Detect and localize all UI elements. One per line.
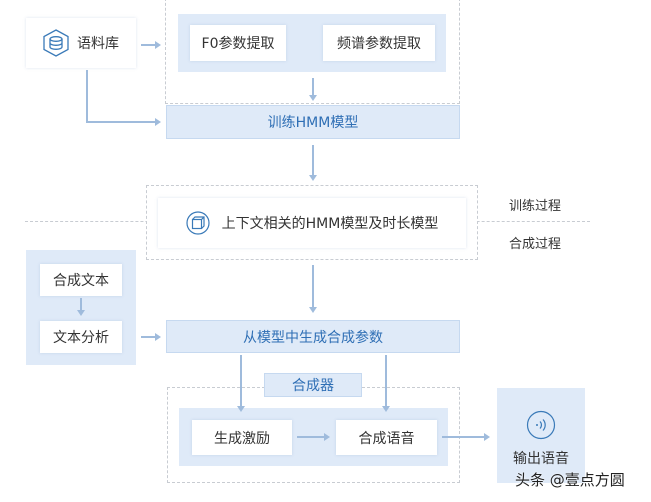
arrow-head <box>484 433 490 441</box>
arrow-speech-to-output <box>442 436 484 438</box>
arrow-head <box>155 333 161 341</box>
cube-icon <box>186 211 210 235</box>
arrow-head <box>309 175 317 181</box>
watermark: 头条 @壹点方圆 <box>515 471 625 489</box>
corpus-box: 语料库 <box>26 18 136 68</box>
gen-params-label: 从模型中生成合成参数 <box>243 329 383 346</box>
phase-train-label: 训练过程 <box>509 199 562 214</box>
arrow-text-to-analysis <box>80 298 82 310</box>
arrow-head <box>77 310 85 316</box>
context-model-label: 上下文相关的HMM模型及时长模型 <box>221 216 439 232</box>
line-corpus-down <box>86 70 88 123</box>
spectrum-label: 频谱参数提取 <box>337 36 421 52</box>
sound-icon <box>526 410 556 440</box>
arrow-head <box>382 406 390 412</box>
database-icon <box>43 29 69 57</box>
text-analysis-label: 文本分析 <box>53 330 109 346</box>
arrow-head <box>324 433 330 441</box>
arrow-params-to-speech <box>385 355 387 406</box>
arrow-head <box>309 95 317 101</box>
gen-excitation-box: 生成激励 <box>192 420 292 455</box>
context-model-box: 上下文相关的HMM模型及时长模型 <box>158 198 466 248</box>
arrow-corpus-to-extraction <box>141 44 155 46</box>
arrow-model-to-params <box>312 265 314 307</box>
synthesizer-label: 合成器 <box>292 378 334 394</box>
arrow-head <box>237 406 245 412</box>
arrow-head <box>309 307 317 313</box>
output-speech-label: 输出语音 <box>513 451 569 467</box>
synth-text-box: 合成文本 <box>40 264 122 296</box>
synth-text-label: 合成文本 <box>53 273 109 289</box>
spectrum-extraction-box: 频谱参数提取 <box>323 25 435 61</box>
arrow-head <box>155 118 161 126</box>
feature-extraction-group <box>165 0 460 104</box>
corpus-label: 语料库 <box>77 36 119 52</box>
arrow-head <box>155 41 161 49</box>
phase-synth-label: 合成过程 <box>509 237 562 252</box>
synth-speech-box: 合成语音 <box>336 420 437 455</box>
line-corpus-to-train <box>86 121 156 123</box>
train-hmm-label: 训练HMM模型 <box>267 115 359 131</box>
arrow-excitation-to-speech <box>297 436 324 438</box>
synth-speech-label: 合成语音 <box>358 430 415 447</box>
f0-extraction-box: F0参数提取 <box>190 25 286 61</box>
gen-params-box: 从模型中生成合成参数 <box>166 320 460 353</box>
text-analysis-box: 文本分析 <box>40 321 122 353</box>
arrow-analysis-to-params <box>141 336 155 338</box>
arrow-params-to-excitation <box>240 355 242 406</box>
gen-excitation-label: 生成激励 <box>214 430 270 447</box>
arrow-train-to-model <box>312 145 314 175</box>
f0-label: F0参数提取 <box>201 36 275 52</box>
synthesizer-label-box: 合成器 <box>264 373 362 397</box>
train-hmm-box: 训练HMM模型 <box>166 105 460 139</box>
output-speech-box: 输出语音 <box>497 388 585 483</box>
arrow-extraction-to-train <box>312 78 314 95</box>
